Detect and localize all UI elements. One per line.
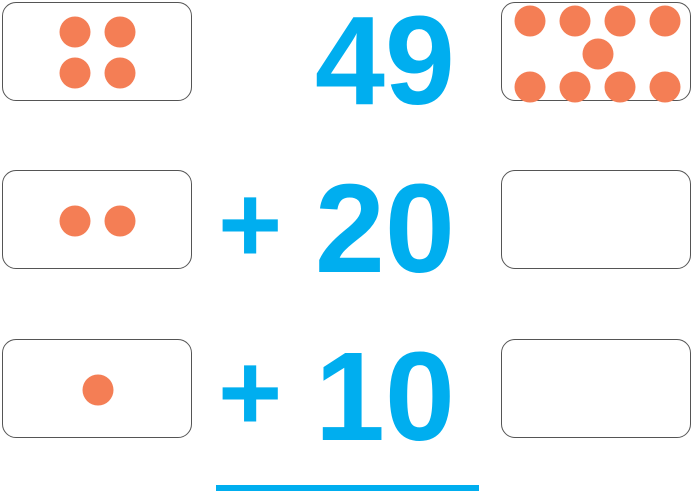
- dot: [59, 57, 91, 89]
- number-row3: 10: [314, 326, 455, 467]
- right-box-row1: [501, 2, 691, 103]
- dot: [59, 16, 91, 48]
- dot: [104, 205, 136, 237]
- right-box-row2: [501, 170, 691, 269]
- dot: [559, 71, 591, 103]
- dot: [104, 57, 136, 89]
- dot: [82, 374, 114, 406]
- number-row1: 49: [314, 0, 455, 131]
- left-box-row3: [2, 339, 192, 438]
- plus-sign-row3: +: [218, 331, 283, 454]
- dot: [559, 5, 591, 37]
- dot: [649, 5, 681, 37]
- left-box-row2: [2, 170, 192, 269]
- left-box-row1: [2, 2, 192, 101]
- dot: [514, 71, 546, 103]
- plus-sign-row2: +: [218, 163, 283, 286]
- sum-underline: [216, 485, 479, 491]
- dot: [59, 205, 91, 237]
- number-row2: 20: [314, 158, 455, 299]
- dot: [604, 5, 636, 37]
- dot: [649, 71, 681, 103]
- right-box-row3: [501, 339, 691, 438]
- dot: [582, 38, 614, 70]
- dot: [514, 5, 546, 37]
- dot: [104, 16, 136, 48]
- dot: [604, 71, 636, 103]
